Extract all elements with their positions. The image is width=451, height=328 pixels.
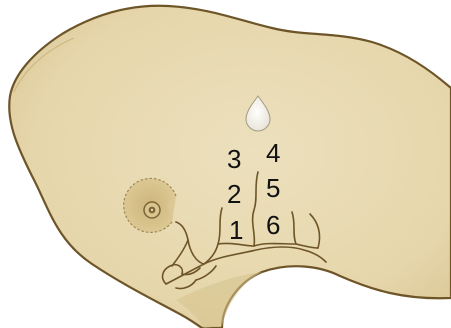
placode-disc	[124, 178, 176, 232]
label-4: 4	[266, 138, 280, 168]
label-1: 1	[229, 215, 243, 245]
label-2: 2	[227, 179, 241, 209]
label-3: 3	[227, 144, 241, 174]
label-6: 6	[266, 210, 280, 240]
label-5: 5	[266, 173, 280, 203]
